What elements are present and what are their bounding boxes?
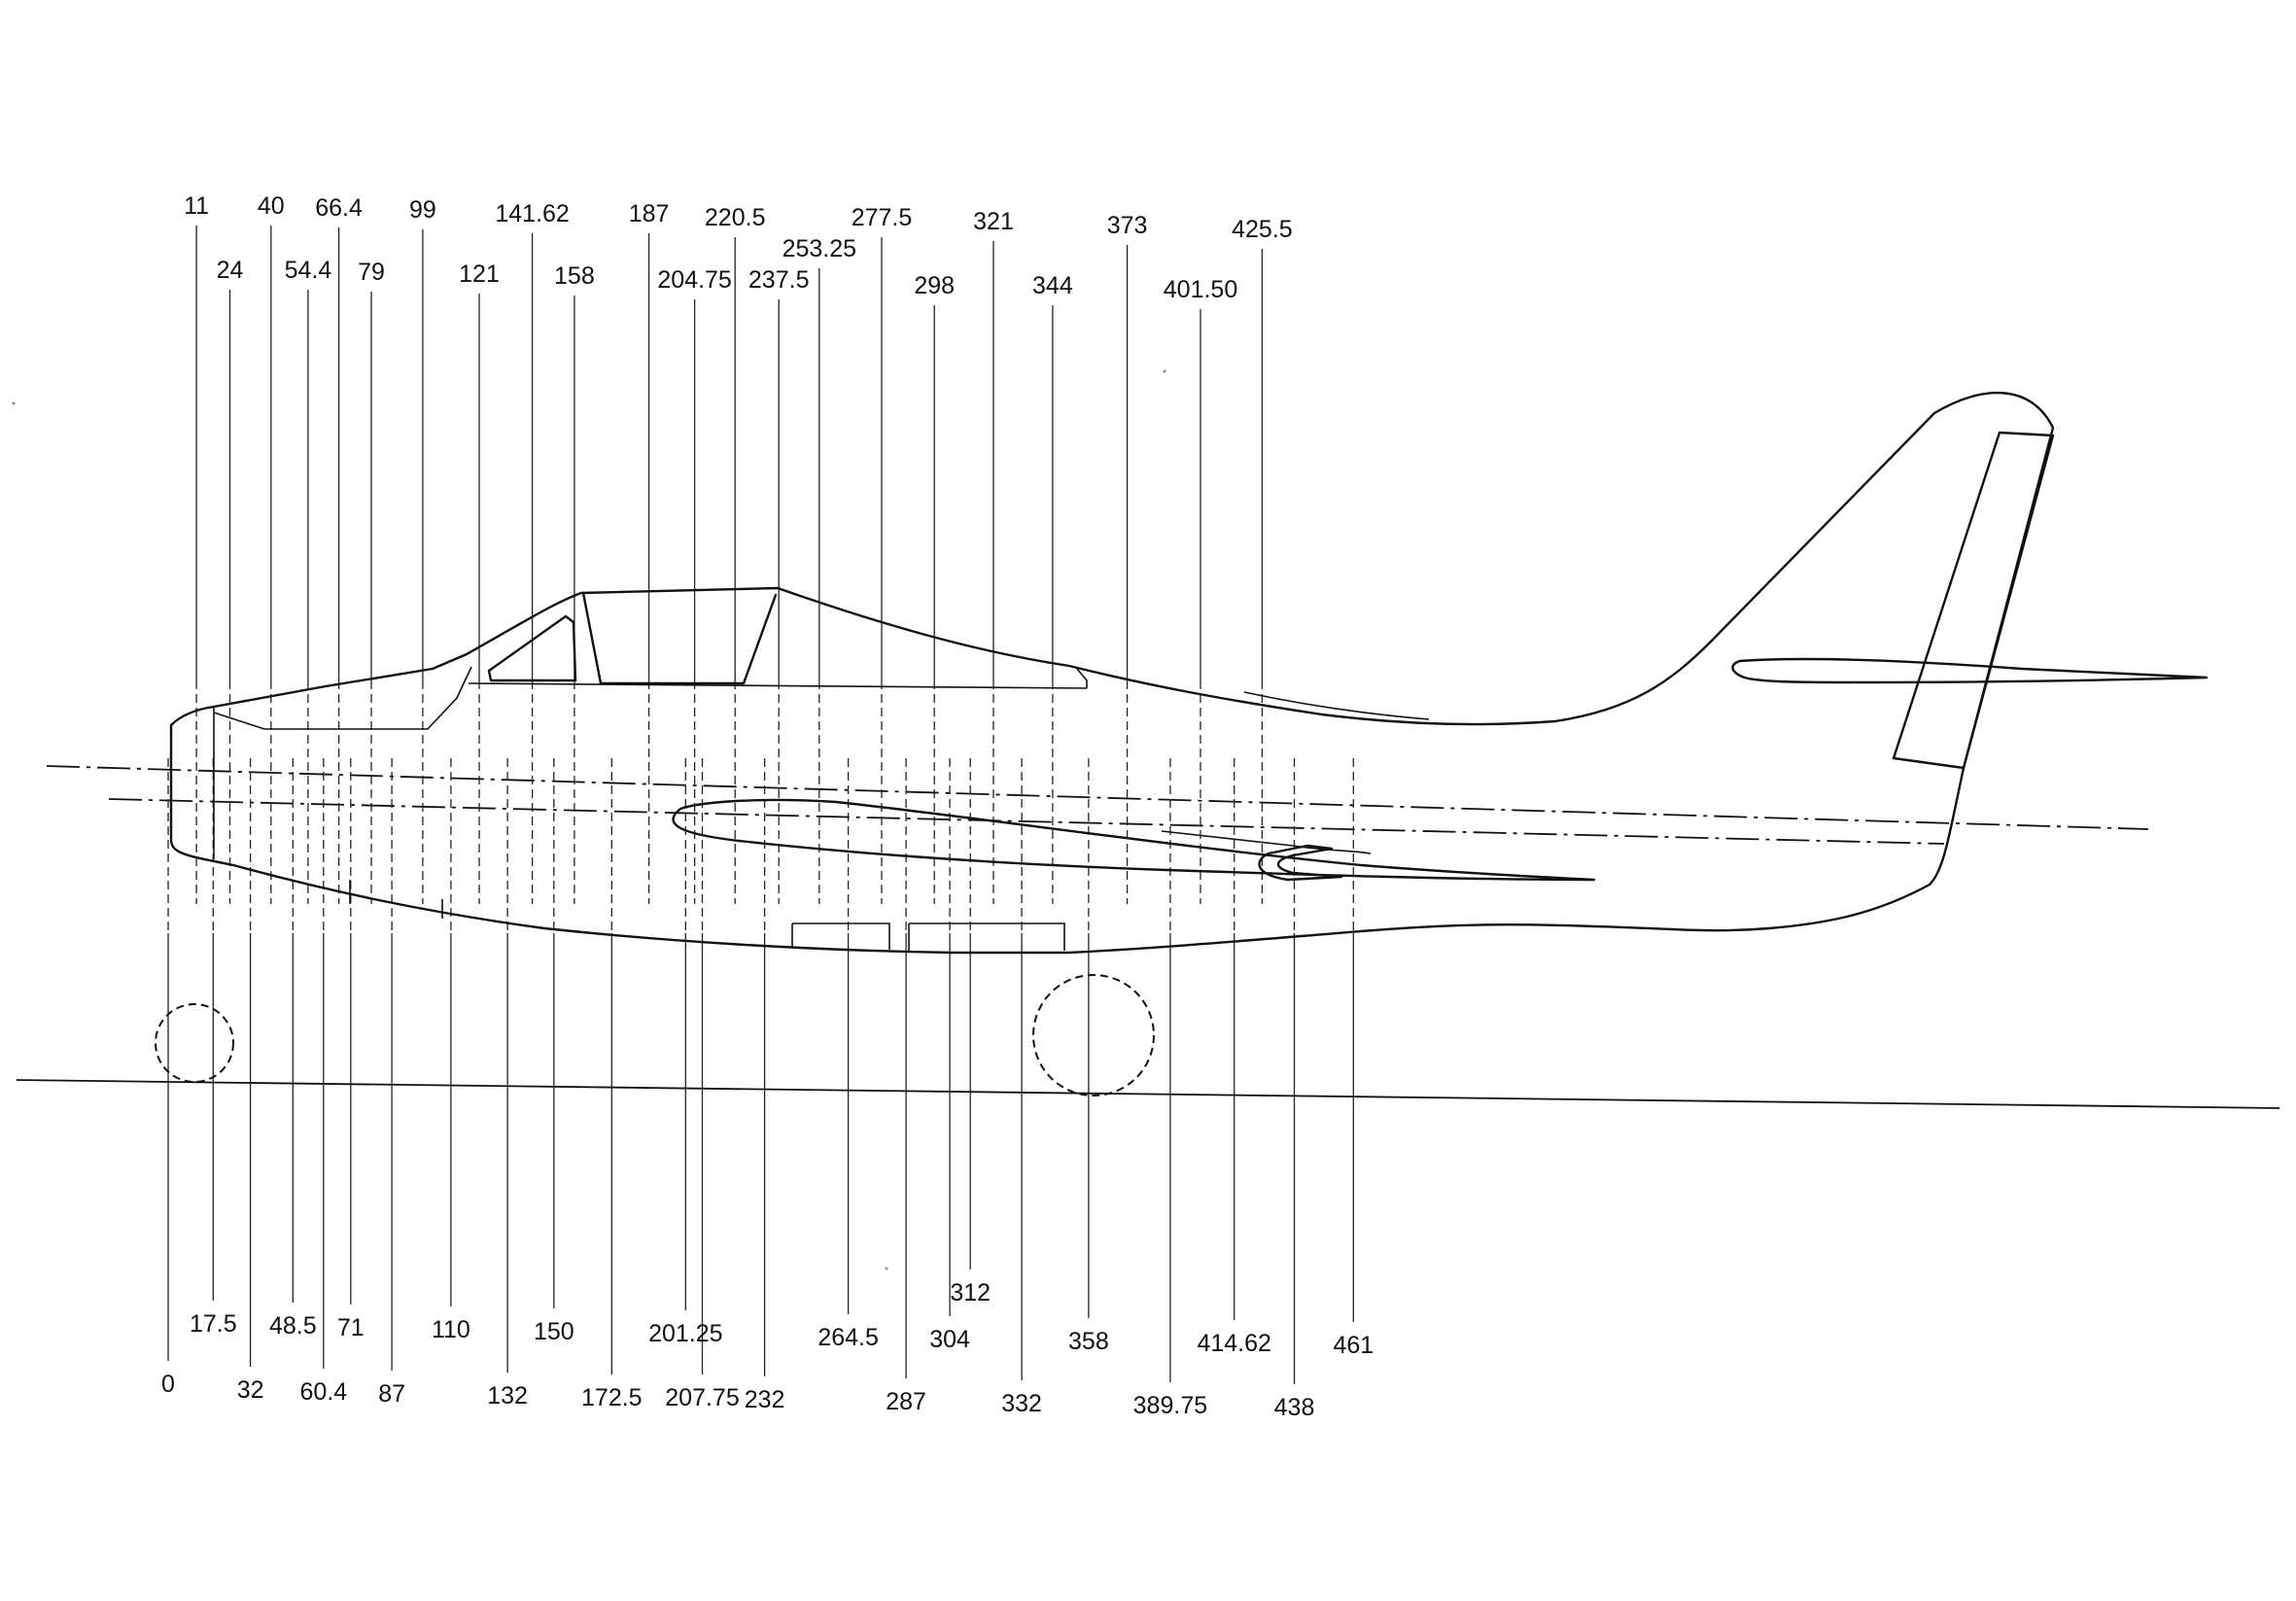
bottom-station-label: 201.25 <box>648 1320 722 1347</box>
wing-section <box>672 798 1596 882</box>
top-station-label: 237.5 <box>748 266 810 294</box>
top-station-label: 401.50 <box>1164 276 1237 303</box>
canopy-frame <box>581 591 778 685</box>
belly-panel-1 <box>791 922 890 950</box>
bottom-station-label: 312 <box>950 1279 991 1306</box>
bottom-station-label: 332 <box>1001 1390 1042 1417</box>
bottom-station-label: 461 <box>1333 1332 1374 1359</box>
top-station-label: 321 <box>973 208 1014 235</box>
top-station-label: 99 <box>409 196 436 224</box>
top-station-label: 204.75 <box>657 266 731 294</box>
horizontal-stabilizer <box>1731 657 2209 684</box>
top-station-label: 121 <box>459 261 500 288</box>
top-station-label: 66.4 <box>315 194 363 222</box>
top-station-label: 277.5 <box>852 204 913 231</box>
bottom-station-label: 132 <box>487 1382 528 1410</box>
belly-panel-2 <box>908 922 1065 951</box>
bottom-station-label: 438 <box>1274 1394 1315 1421</box>
top-station-label: 158 <box>554 262 595 290</box>
airbrake-cutout <box>1258 844 1343 882</box>
intake-panel <box>213 666 472 730</box>
scan-speck <box>12 401 16 405</box>
top-station-label: 54.4 <box>285 257 332 284</box>
ground-line <box>16 1079 2280 1109</box>
bottom-station-label: 389.75 <box>1133 1392 1207 1419</box>
bottom-station-label: 110 <box>432 1316 470 1343</box>
belly-panel-3 <box>349 880 443 919</box>
bottom-station-label: 287 <box>886 1388 926 1415</box>
bottom-station-label: 71 <box>337 1314 365 1341</box>
bottom-station-label: 358 <box>1068 1328 1109 1355</box>
bottom-station-label: 304 <box>929 1326 970 1353</box>
bottom-station-label: 32 <box>237 1376 264 1404</box>
top-station-label: 79 <box>358 259 385 286</box>
top-station-label: 220.5 <box>705 204 766 231</box>
bottom-station-labels: 0 17.5 32 48.5 60.4 71 87 110 132 150 172.5 201.25 2… <box>161 1279 1374 1421</box>
top-station-label: 373 <box>1107 212 1148 239</box>
top-station-label: 24 <box>217 257 244 284</box>
bottom-station-label: 0 <box>161 1371 175 1398</box>
top-station-labels: 11 24 40 54.4 66.4 79 99 121 141.62 158 187 204.75 2… <box>184 192 1293 303</box>
top-station-label: 344 <box>1032 272 1073 299</box>
top-station-label: 425.5 <box>1232 216 1293 243</box>
main-wheel <box>1032 974 1155 1096</box>
nose-wheel <box>155 1003 234 1083</box>
top-station-label: 298 <box>914 272 955 299</box>
rudder-outline <box>1892 431 2055 770</box>
scan-speck <box>1163 369 1166 373</box>
top-station-label: 11 <box>184 192 209 220</box>
canopy-rear-step <box>1076 668 1088 688</box>
bottom-station-label: 17.5 <box>190 1310 237 1338</box>
dorsal-fairing <box>1243 691 1430 720</box>
station-lines <box>167 226 1354 1384</box>
bottom-station-label: 207.75 <box>665 1384 739 1411</box>
bottom-station-label: 87 <box>378 1380 405 1408</box>
bottom-station-label: 264.5 <box>818 1324 879 1351</box>
bottom-station-label: 60.4 <box>299 1378 347 1406</box>
top-station-label: 141.62 <box>495 200 569 227</box>
fuselage-outline <box>169 391 2055 955</box>
windscreen-frame <box>487 614 577 682</box>
bottom-station-label: 232 <box>745 1386 785 1413</box>
scan-speck <box>885 1267 888 1270</box>
bottom-station-label: 414.62 <box>1197 1330 1270 1357</box>
top-station-label: 40 <box>258 192 285 220</box>
bottom-station-label: 172.5 <box>581 1384 643 1411</box>
fuselage-datum-line <box>46 765 2149 830</box>
thrust-line <box>108 798 1945 845</box>
top-station-label: 187 <box>629 200 670 227</box>
top-station-label: 253.25 <box>783 235 856 262</box>
canopy-rail <box>468 682 1088 689</box>
bottom-station-label: 150 <box>534 1318 574 1345</box>
bottom-station-label: 48.5 <box>269 1312 317 1340</box>
ventral-strake <box>1161 830 1372 854</box>
